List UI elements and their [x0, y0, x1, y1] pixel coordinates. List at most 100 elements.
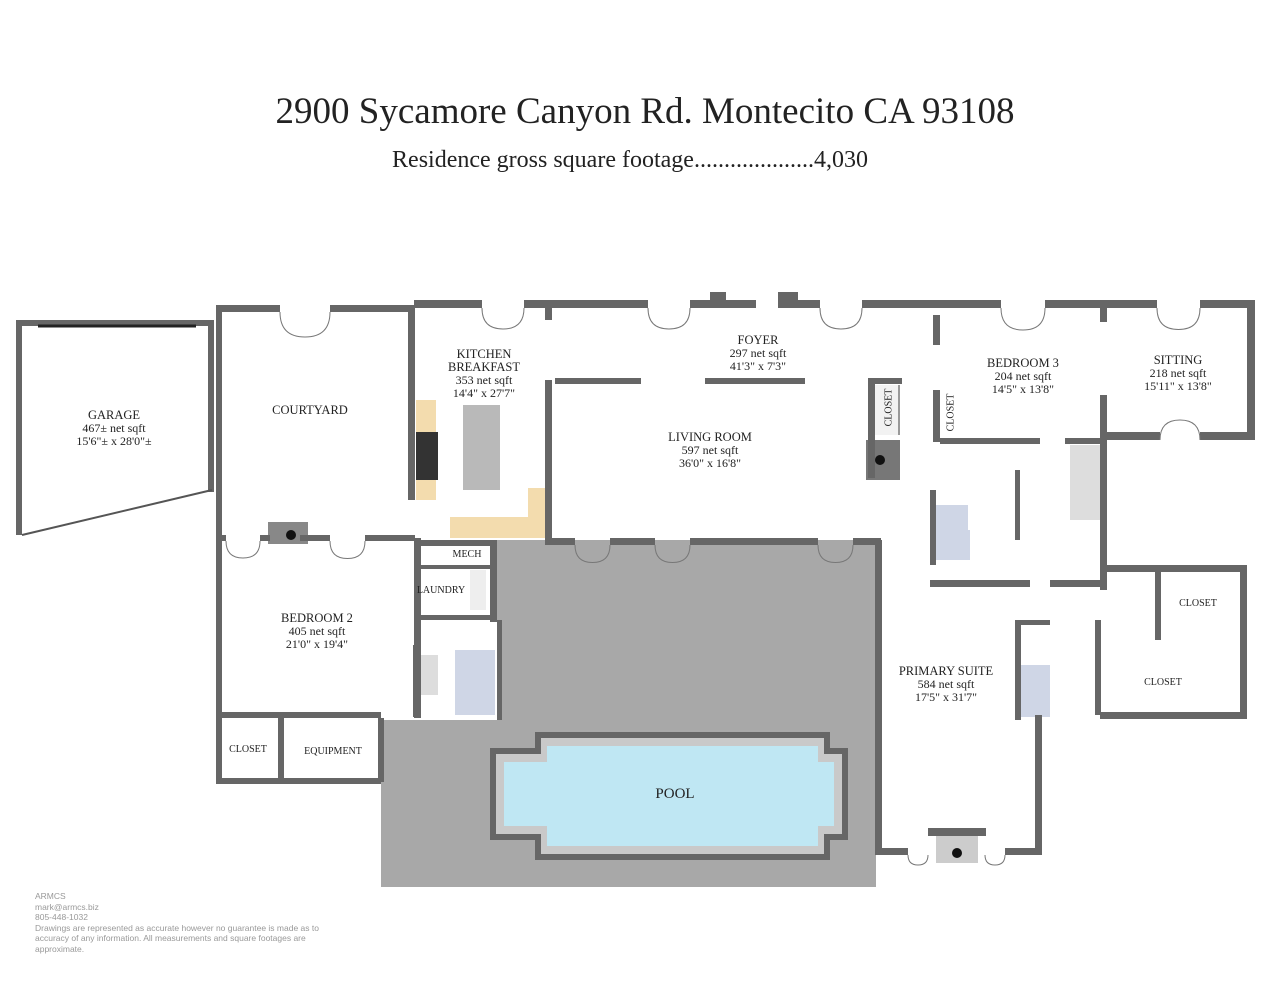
wall — [710, 292, 726, 308]
stove-icon — [416, 432, 438, 480]
room-bedroom-3: BEDROOM 3 204 net sqft 14'5" x 13'8" — [987, 357, 1059, 396]
wall — [1005, 848, 1042, 855]
room-dims: 15'6"± x 28'0"± — [76, 434, 152, 448]
wall — [414, 538, 421, 718]
room-equipment: EQUIPMENT — [304, 746, 362, 757]
wall — [1100, 395, 1107, 440]
wall — [300, 535, 330, 541]
room-sitting: SITTING 218 net sqft 15'11" x 13'8" — [1144, 354, 1212, 393]
bed3-closet — [940, 390, 962, 435]
kitchen-counter-corner — [528, 488, 546, 518]
company-email: mark@armcs.biz — [35, 901, 99, 912]
wall — [490, 540, 497, 622]
wall — [868, 378, 902, 384]
wall — [1155, 565, 1245, 572]
room-area: 467± net sqft — [82, 421, 146, 435]
wall — [278, 718, 284, 782]
room-bedroom-2: BEDROOM 2 405 net sqft 21'0" x 19'4" — [281, 612, 353, 651]
vanity-icon — [418, 655, 438, 695]
wall — [1065, 438, 1105, 444]
wall — [1240, 565, 1247, 717]
wall — [940, 438, 1040, 444]
room-garage: GARAGE 467± net sqft 15'6"± x 28'0"± — [76, 409, 151, 448]
pool-label: POOL — [655, 786, 695, 802]
room-dims: 41'3" x 7'3" — [729, 359, 787, 373]
pool-water — [504, 746, 834, 846]
door-swing-icon — [819, 307, 863, 330]
wall — [1200, 300, 1255, 308]
wall — [365, 535, 415, 541]
wall — [690, 300, 712, 308]
wall — [208, 320, 214, 492]
garage-door — [21, 489, 213, 536]
wall — [216, 305, 280, 312]
room-living: LIVING ROOM 597 net sqft 36'0" x 16'8" — [668, 431, 752, 470]
wall — [1015, 620, 1021, 720]
gross-square-footage: Residence gross square footage..........… — [392, 147, 868, 173]
door-swing-icon — [574, 544, 611, 563]
wall — [610, 538, 655, 545]
door-swing-icon — [225, 540, 261, 559]
room-dims: 15'11" x 13'8" — [1144, 379, 1212, 393]
door-swing-icon — [1156, 307, 1201, 330]
wall — [878, 848, 908, 855]
wall — [415, 615, 497, 620]
wall — [1015, 620, 1050, 625]
door-swing-icon — [817, 544, 854, 563]
room-dims: 14'4" x 27'7" — [452, 386, 516, 400]
wall — [778, 292, 798, 308]
door-swing-icon — [647, 307, 691, 330]
wall — [1247, 300, 1255, 440]
wall — [1015, 470, 1020, 540]
wall — [875, 540, 882, 855]
bathtub-icon — [968, 505, 1008, 530]
shower-icon — [1020, 665, 1050, 717]
room-closet-bedroom-2: CLOSET — [229, 744, 267, 755]
wall — [935, 300, 1001, 308]
wall — [1100, 432, 1160, 440]
room-area: 297 net sqft — [729, 346, 787, 360]
room-dims: 14'5" x 13'8" — [991, 382, 1055, 396]
wall — [330, 305, 414, 312]
door-swing-icon — [654, 544, 691, 563]
room-closet-primary-1: CLOSET — [1179, 598, 1217, 609]
plan-title: 2900 Sycamore Canyon Rd. Montecito CA 93… — [275, 91, 1015, 132]
room-area: 353 net sqft — [455, 373, 513, 387]
wall — [1100, 565, 1160, 572]
wall — [930, 490, 936, 565]
wall — [545, 380, 552, 545]
room-area: 584 net sqft — [917, 677, 975, 691]
room-name: GARAGE — [87, 408, 141, 422]
door-swing-icon — [481, 307, 525, 330]
wall — [497, 620, 502, 720]
room-primary-suite: PRIMARY SUITE 584 net sqft 17'5" x 31'7" — [899, 665, 993, 704]
washer-dryer-icon — [470, 570, 486, 610]
wall — [1200, 432, 1255, 440]
wall — [1155, 565, 1161, 640]
door-swing-icon — [1000, 307, 1046, 331]
door-swing-icon — [329, 540, 366, 559]
wall — [798, 300, 820, 308]
wall — [930, 580, 1030, 587]
wall — [1100, 440, 1107, 590]
room-name: SITTING — [1153, 353, 1203, 367]
kitchen-island — [463, 405, 500, 490]
wall — [414, 300, 482, 308]
door-swing-icon — [1159, 419, 1201, 441]
company-name: ARMCS — [35, 891, 66, 901]
wall — [933, 315, 940, 345]
door-swing-icon — [279, 311, 331, 338]
room-mech: MECH — [452, 549, 482, 560]
wall — [524, 300, 648, 308]
pool — [490, 732, 848, 860]
wall — [415, 540, 497, 546]
room-name: COURTYARD — [272, 403, 348, 417]
wall — [1035, 715, 1042, 855]
room-closet-bedroom-3: CLOSET — [945, 393, 957, 432]
wall — [933, 390, 940, 442]
room-name-2: BREAKFAST — [447, 360, 521, 374]
wall — [545, 538, 575, 545]
footer-credits: ARMCS mark@armcs.biz 805-448-1032 Drawin… — [35, 891, 355, 954]
fireplace-opening-icon — [952, 848, 962, 858]
